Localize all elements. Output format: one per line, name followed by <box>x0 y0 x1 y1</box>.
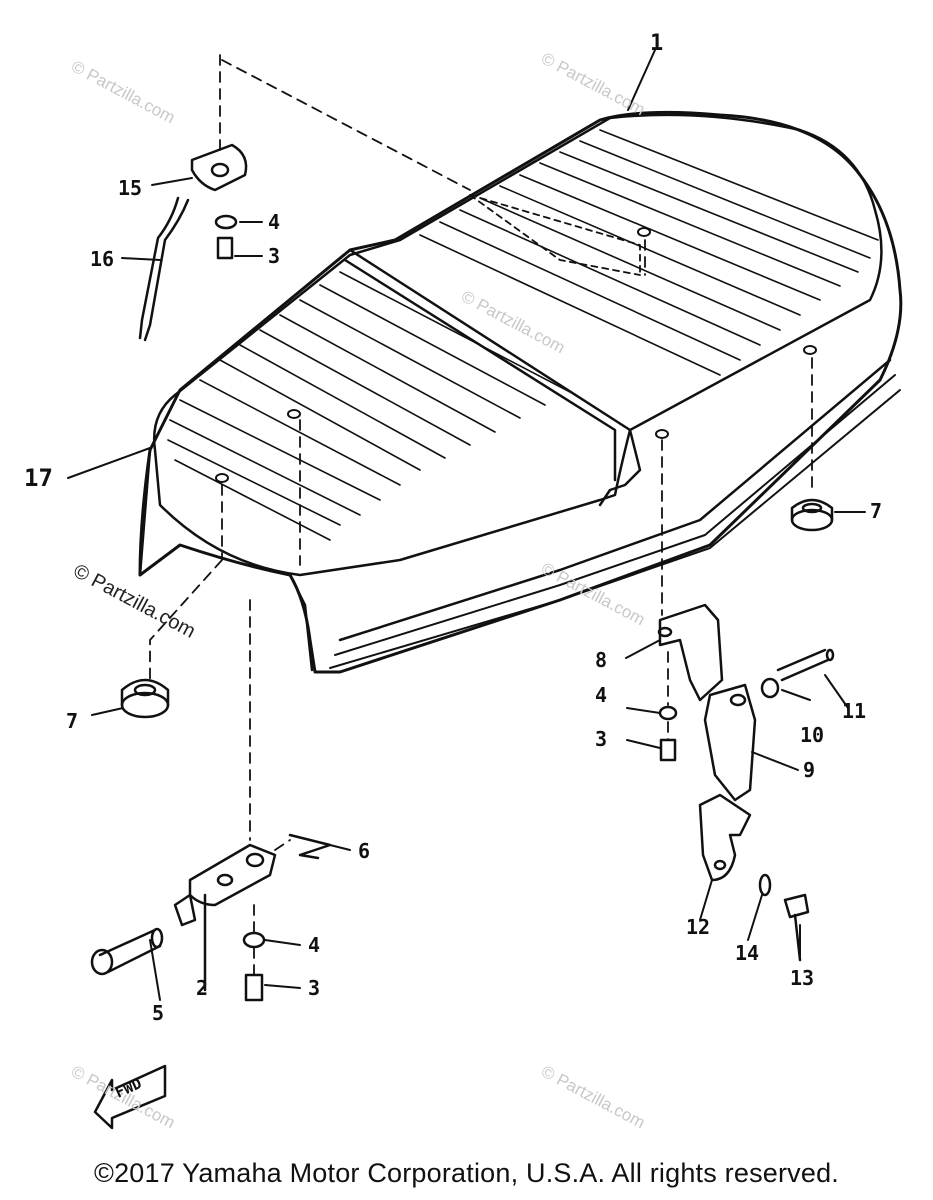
seat-pleats <box>167 129 879 541</box>
callout-3: 3 <box>268 244 280 268</box>
callout-11: 11 <box>842 699 866 723</box>
callout-5: 5 <box>152 1001 164 1025</box>
watermark-dark: © Partzilla.com <box>70 560 199 643</box>
cotter-clip <box>288 833 332 860</box>
callout-16: 16 <box>90 247 114 271</box>
latch-bracket <box>698 793 752 882</box>
callout-1: 1 <box>650 31 663 56</box>
callout-12: 12 <box>686 915 710 939</box>
callout-3-lower: 3 <box>308 976 320 1000</box>
lock-pin <box>760 648 835 699</box>
watermark: © Partzilla.com <box>538 559 648 630</box>
callout-3-right: 3 <box>595 727 607 751</box>
rubber-damper-right <box>790 498 834 532</box>
hinge-bracket <box>173 843 277 992</box>
callout-8: 8 <box>595 648 607 672</box>
watermark: © Partzilla.com <box>538 49 648 120</box>
watermark: © Partzilla.com <box>68 57 178 128</box>
callout-13: 13 <box>790 966 814 990</box>
hinge-pin <box>90 927 164 976</box>
callout-7-right: 7 <box>870 499 882 523</box>
callouts: 1 15 16 4 3 17 7 7 8 4 3 10 11 9 6 12 14… <box>24 31 882 1102</box>
callout-14: 14 <box>735 941 759 965</box>
leader-lines <box>67 49 866 1001</box>
callout-4: 4 <box>268 210 280 234</box>
lock-plate <box>703 683 757 802</box>
watermark: © Partzilla.com <box>458 287 568 358</box>
callout-2: 2 <box>196 976 208 1000</box>
callout-10: 10 <box>800 723 824 747</box>
callout-6: 6 <box>358 839 370 863</box>
callout-4-right: 4 <box>595 683 607 707</box>
callout-9: 9 <box>803 758 815 782</box>
callout-15: 15 <box>118 176 142 200</box>
rubber-damper-left <box>120 678 170 719</box>
seat-hook-bracket <box>138 143 248 342</box>
copyright-footer: ©2017 Yamaha Motor Corporation, U.S.A. A… <box>93 1158 840 1188</box>
lock-bracket <box>657 603 724 702</box>
fwd-arrow <box>93 1064 167 1130</box>
callout-17: 17 <box>24 464 53 492</box>
callout-4-lower: 4 <box>308 933 320 957</box>
watermark: © Partzilla.com <box>538 1062 648 1133</box>
callout-7-left: 7 <box>66 709 78 733</box>
assembly-lines <box>149 54 813 976</box>
seat-assembly <box>138 110 903 674</box>
